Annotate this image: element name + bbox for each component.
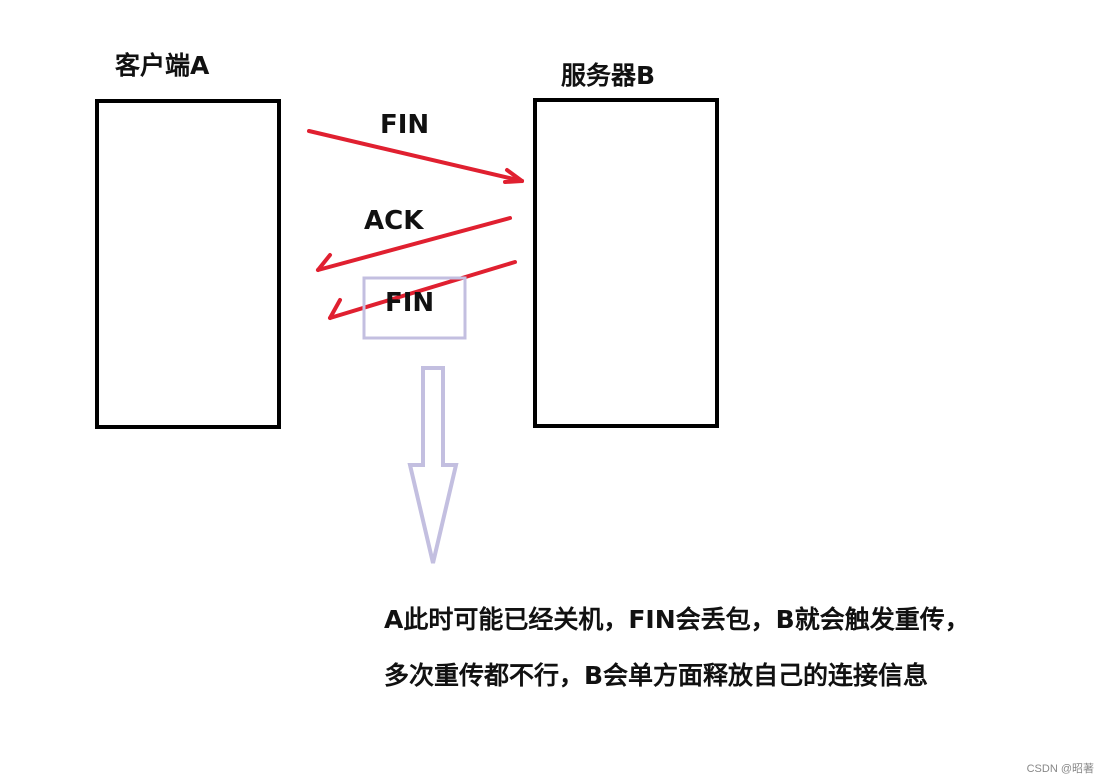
ack-arrow-to-client <box>316 216 512 272</box>
watermark: CSDN @昭著 <box>1026 763 1094 775</box>
lost-fin-highlight-box <box>362 276 467 340</box>
fin-arrow-to-server <box>307 129 524 184</box>
fin-label-first: FIN <box>380 110 430 140</box>
down-arrow-icon <box>407 366 459 564</box>
explanation-note: A此时可能已经关机，FIN会丢包，B就会触发重传，多次重传都不行，B会单方面释放… <box>384 605 970 690</box>
server-label: 服务器B <box>561 61 656 90</box>
ack-label: ACK <box>364 206 424 236</box>
client-box <box>95 99 281 429</box>
server-box <box>533 98 719 428</box>
fin-arrow-to-client <box>328 260 517 320</box>
client-label: 客户端A <box>115 51 210 80</box>
fin-label-second: FIN <box>385 288 435 318</box>
